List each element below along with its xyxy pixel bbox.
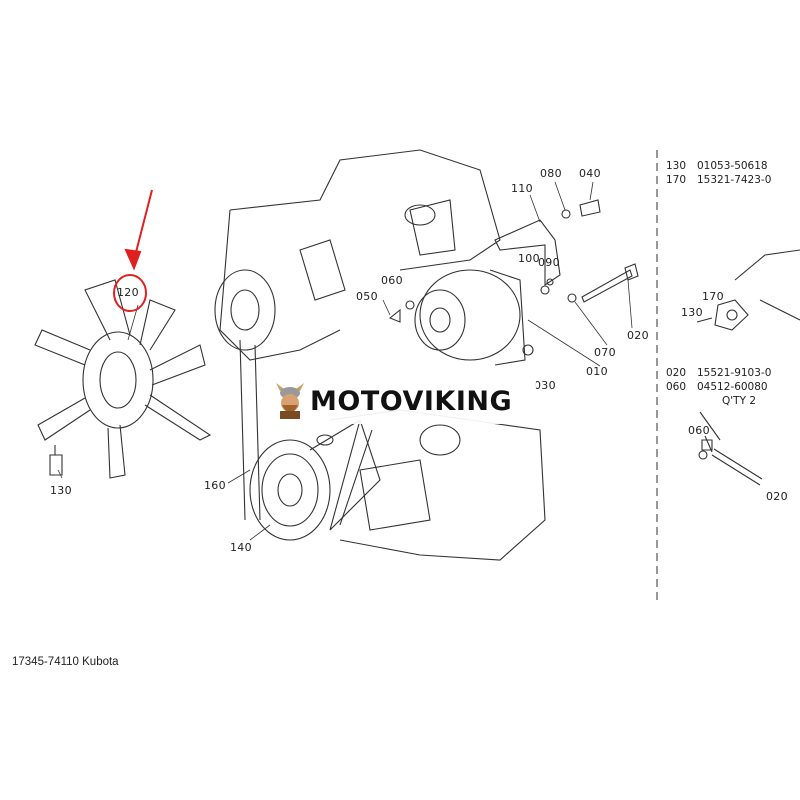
parts-number: 15521-9103-0 bbox=[697, 367, 772, 379]
parts-ref: 060 bbox=[666, 381, 687, 393]
parts-ref: 130 bbox=[666, 160, 687, 172]
brand-watermark: MOTOVIKING bbox=[268, 378, 536, 424]
callout-160: 160 bbox=[204, 479, 226, 492]
alternator-drawing bbox=[388, 199, 639, 366]
highlight-annotation bbox=[113, 189, 153, 312]
parts-ref: 170 bbox=[666, 174, 687, 186]
callout-080: 080 bbox=[540, 167, 562, 180]
callout-100: 100 bbox=[518, 252, 540, 265]
qty-note: Q'TY 2 bbox=[722, 395, 756, 407]
callout-right-170: 170 bbox=[702, 290, 724, 303]
callout-110: 110 bbox=[511, 182, 533, 195]
parts-number: 01053-50618 bbox=[697, 160, 768, 172]
engine-block-drawing bbox=[214, 149, 546, 561]
fan-drawing bbox=[34, 279, 212, 479]
viking-mascot-icon bbox=[276, 383, 304, 419]
callout-040: 040 bbox=[579, 167, 601, 180]
brand-name: MOTOVIKING bbox=[310, 385, 513, 417]
callout-140: 140 bbox=[230, 541, 252, 554]
callout-030: 030 bbox=[534, 379, 556, 392]
crank-pulley-drawing bbox=[249, 419, 381, 541]
leader-lines bbox=[57, 181, 633, 541]
callout-130: 130 bbox=[50, 484, 72, 497]
callout-070: 070 bbox=[594, 346, 616, 359]
callout-020: 020 bbox=[627, 329, 649, 342]
parts-number: 15321-7423-0 bbox=[697, 174, 772, 186]
callout-120: 120 bbox=[117, 286, 139, 299]
callout-090: 090 bbox=[538, 256, 560, 269]
callout-right-130: 130 bbox=[681, 306, 703, 319]
parts-ref: 020 bbox=[666, 367, 687, 379]
callout-right-020: 020 bbox=[766, 490, 788, 503]
product-caption: 17345-74110 Kubota bbox=[12, 656, 119, 668]
callout-010: 010 bbox=[586, 365, 608, 378]
parts-number: 04512-60080 bbox=[697, 381, 768, 393]
callout-050: 050 bbox=[356, 290, 378, 303]
callout-right-060: 060 bbox=[688, 424, 710, 437]
detail-drawing bbox=[696, 249, 800, 486]
callout-060: 060 bbox=[381, 274, 403, 287]
